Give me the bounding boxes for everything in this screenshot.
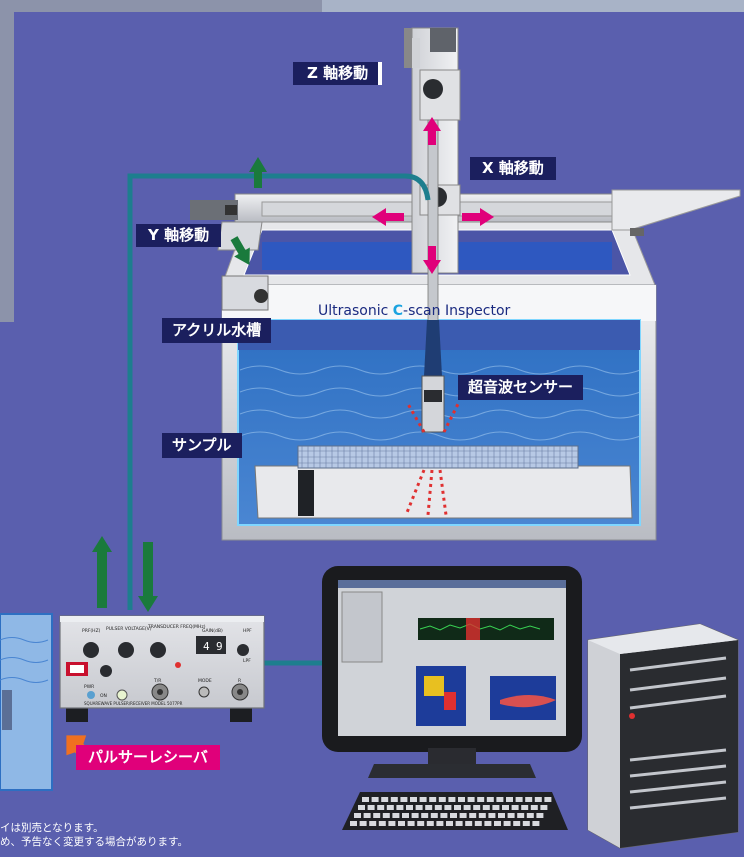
gain-digit-2: 9 [216,640,223,653]
label-acrylic-tank: アクリル水槽 [162,318,272,343]
panel-pwr-label: PWR [84,684,94,690]
panel-r-label: R [238,678,241,684]
panel-lpf-label: LPF [243,658,251,664]
panel-gain-label: GAIN(dB) [202,628,223,634]
panel-tr-label: T/R [153,678,161,684]
note-line-2: め、予告なく変更する場合があります。 [0,836,188,848]
label-x-axis: X 軸移動 [470,157,556,180]
panel-hpf-label: HPF [243,628,252,634]
note-line-1: イは別売となります。 [0,822,104,834]
panel-voltage-label: PULSER VOLTAGE(V) [106,626,152,632]
label-sample: サンプル [162,433,242,458]
top-right-gray-strip [322,0,744,12]
panel-mode-label: MODE [198,678,212,684]
label-z-axis: Z 軸移動 [293,62,383,85]
keyboard [342,792,568,830]
pc-tower [587,623,739,849]
ultrasonic-probe [421,375,445,433]
pc-monitor [322,566,582,778]
label-ultrasonic-sensor: 超音波センサー [458,375,584,400]
panel-model-label: SQUAREWAVE PULSER/RECEIVER MODEL 5077PR [84,701,183,706]
motion-arrows [372,117,494,274]
scanner-machine [190,27,741,541]
label-y-axis: Y 軸移動 [136,224,222,247]
gain-digit-1: 4 [203,640,210,653]
panel-freq-label: TRANSDUCER FREQ(MHz) [147,624,206,630]
label-pulser-receiver: パルサーレシーバ [76,745,220,770]
pulser-receiver-unit: 4 9 [59,615,265,722]
left-partial-tank [0,613,53,791]
machine-title: Ultrasonic C-scan Inspector [318,303,511,319]
green-arrows [92,157,267,612]
panel-prf-label: PRF(HZ) [82,628,101,634]
panel-on-label: ON [100,693,107,699]
